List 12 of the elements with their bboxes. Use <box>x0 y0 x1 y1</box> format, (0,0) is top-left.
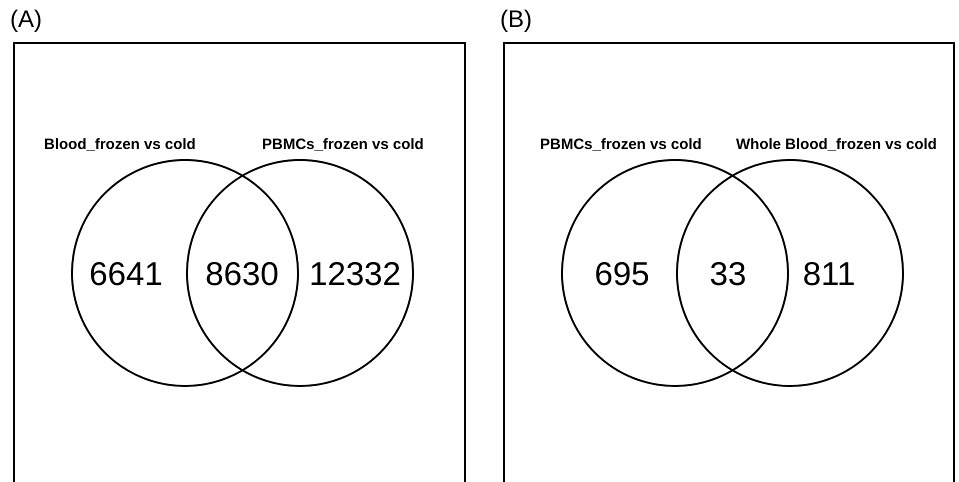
panel-heading: (A) <box>10 6 42 34</box>
panel-heading: (B) <box>500 6 532 34</box>
set-label: PBMCs_frozen vs cold <box>262 136 424 153</box>
set-label: PBMCs_frozen vs cold <box>540 136 702 153</box>
count-label: 695 <box>594 255 650 293</box>
count-label: 6641 <box>89 255 163 293</box>
count-label: 33 <box>710 255 746 293</box>
count-label: 811 <box>802 255 856 293</box>
count-label: 8630 <box>205 255 279 293</box>
count-label: 12332 <box>309 255 401 293</box>
set-label: Blood_frozen vs cold <box>44 136 196 153</box>
set-label: Whole Blood_frozen vs cold <box>736 136 937 153</box>
